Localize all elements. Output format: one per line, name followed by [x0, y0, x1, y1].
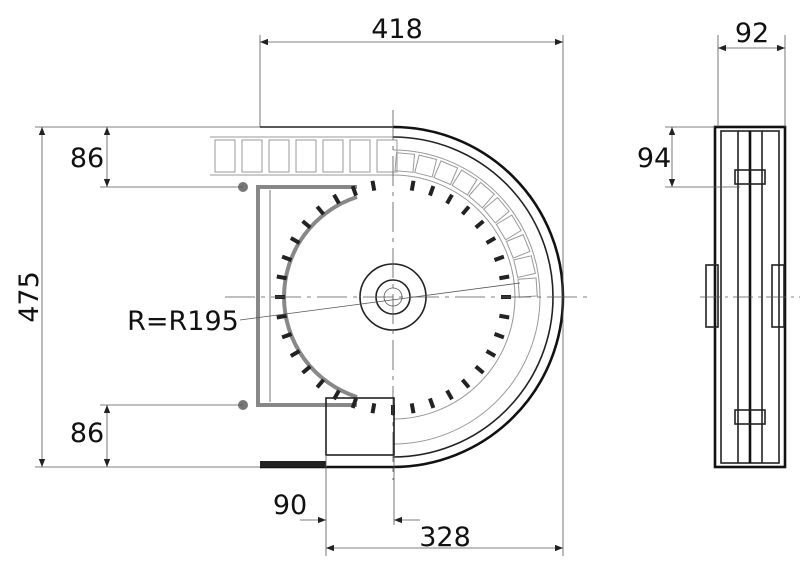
sprocket-tooth: [428, 397, 436, 409]
sprocket-tooth: [485, 236, 497, 245]
bracket: [325, 397, 395, 456]
sprocket-tooth: [474, 364, 485, 375]
chain-link: [241, 139, 263, 173]
sprocket-tooth: [315, 378, 326, 389]
chain-link: [451, 169, 478, 196]
sprocket-tooth: [276, 274, 287, 281]
dim-90: 90: [273, 490, 307, 521]
chain-link: [414, 154, 438, 178]
sprocket-tooth: [493, 332, 505, 340]
dimension-lines: [35, 35, 786, 556]
dim-475: 475: [14, 271, 45, 323]
sprocket-tooth: [460, 205, 471, 216]
sprocket-tooth: [445, 389, 454, 401]
sprocket-tooth: [499, 274, 510, 281]
sprocket-tooth: [460, 378, 471, 389]
dim-92: 92: [735, 18, 769, 49]
chain-link: [268, 139, 290, 173]
chain-link: [214, 139, 236, 173]
sprocket-tooth: [485, 349, 497, 358]
sprocket-tooth: [428, 185, 436, 197]
chain-links: [214, 139, 538, 298]
side-view: [700, 125, 800, 469]
sprocket-tooth: [474, 219, 485, 230]
frame: [256, 185, 357, 407]
chain-link: [505, 234, 531, 259]
sprocket-tooth: [289, 236, 301, 245]
dim-86-top: 86: [70, 143, 104, 174]
sprocket-tooth: [281, 332, 293, 340]
chain-link: [513, 255, 536, 279]
sprocket-tooth: [370, 403, 377, 414]
dim-radius: R=R195: [127, 306, 239, 337]
chain-link: [349, 139, 371, 173]
sprocket-tooth: [370, 180, 377, 191]
chain-link: [483, 196, 510, 224]
sprocket-tooth: [350, 397, 358, 409]
chain-link: [517, 277, 538, 298]
sprocket-tooth: [409, 180, 416, 191]
sprocket-tooth: [332, 193, 341, 205]
chain-link: [495, 214, 522, 241]
chain-link: [394, 152, 416, 173]
dim-94: 94: [637, 143, 671, 174]
chain-link: [295, 139, 317, 173]
dim-328: 328: [419, 522, 471, 553]
sprocket-tooth: [493, 254, 505, 262]
sprocket-tooth: [350, 185, 358, 197]
sprocket-tooth: [289, 349, 301, 358]
bottom-plate: [260, 461, 326, 467]
sprocket-tooth: [315, 205, 326, 216]
sprocket-tooth: [499, 313, 510, 320]
dim-86-bottom: 86: [70, 418, 104, 449]
sprocket-tooth: [281, 254, 293, 262]
dim-418: 418: [371, 14, 423, 45]
chain-link: [322, 139, 344, 173]
sprocket-tooth: [301, 364, 312, 375]
sprocket-tooth: [276, 313, 287, 320]
chain-link: [376, 139, 398, 173]
chain-link: [433, 160, 459, 186]
sprocket-tooth: [445, 193, 454, 205]
front-view: [210, 110, 590, 480]
sprocket-tooth: [301, 219, 312, 230]
chain-link: [468, 181, 495, 209]
sprocket-tooth: [409, 403, 416, 414]
